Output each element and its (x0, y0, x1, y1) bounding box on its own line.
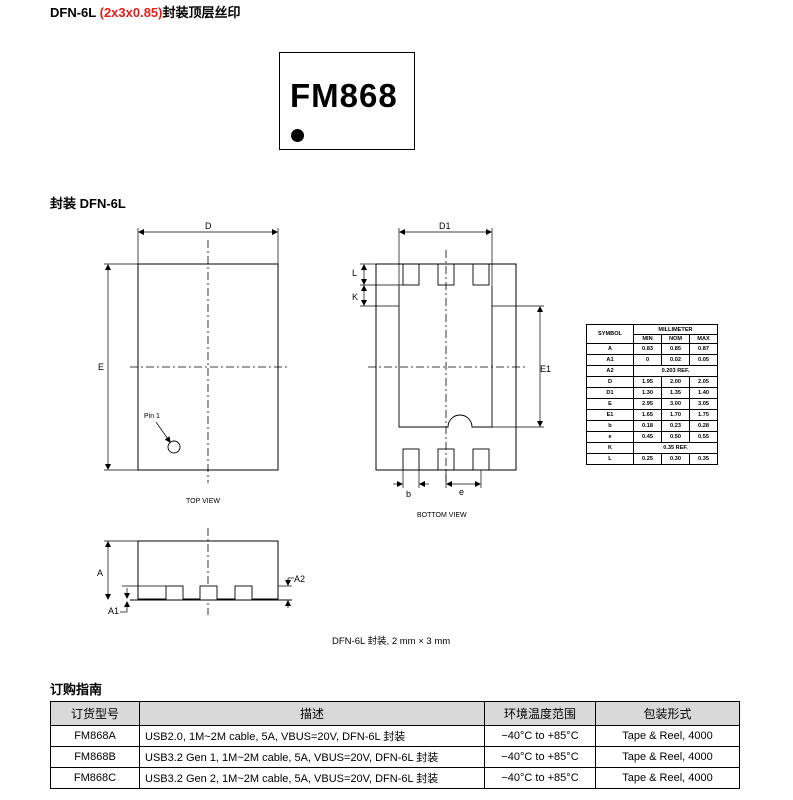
dim-a2-label: A2 (294, 574, 305, 584)
col-header-desc: 描述 (139, 701, 485, 726)
pad-bottom-1 (402, 448, 420, 471)
top-view: D E Pin 1 TOP VIEW (98, 221, 290, 505)
package-caption: DFN-6L 封装, 2 mm × 3 mm (332, 636, 451, 647)
ordering-header-row: 订货型号 描述 环境温度范围 包装形式 (50, 701, 740, 726)
lead-2 (199, 585, 218, 601)
dim-e-label: E (98, 362, 104, 372)
marking-text: FM868 (290, 77, 398, 114)
ordering-section-title: 订购指南 (50, 682, 103, 697)
col-header-part: 订货型号 (50, 701, 140, 726)
ordering-table: 订货型号 描述 环境温度范围 包装形式 FM868A USB2.0, 1M~2M… (50, 701, 740, 789)
table-row: FM868B USB3.2 Gen 1, 1M~2M cable, 5A, VB… (50, 746, 740, 768)
dim-l-label: L (352, 268, 357, 278)
bottom-view-label: BOTTOM VIEW (417, 512, 467, 519)
table-row: FM868A USB2.0, 1M~2M cable, 5A, VBUS=20V… (50, 725, 740, 747)
side-view: A A1 A2 (97, 528, 305, 616)
dim-d-label: D (205, 221, 212, 231)
package-drawings: D E Pin 1 TOP VIEW D1 (97, 221, 551, 616)
package-section-title: 封装 DFN-6L (50, 196, 126, 211)
col-header-pack: 包装形式 (595, 701, 740, 726)
dim-k-label: K (352, 292, 358, 302)
pin1-circle-icon (167, 440, 181, 454)
marking-title-size: (2x3x0.85) (99, 5, 163, 20)
table-row: FM868C USB3.2 Gen 2, 1M~2M cable, 5A, VB… (50, 767, 740, 789)
dim-a-label: A (97, 568, 103, 578)
pad-bottom-3 (472, 448, 490, 471)
dim-table-symbol-header: SYMBOL (586, 324, 634, 344)
dim-table-min-header: MIN (633, 334, 662, 344)
top-marking-box: FM868 (279, 52, 415, 150)
lead-3 (234, 585, 253, 601)
exposed-pad (398, 286, 493, 428)
dim-d1-label: D1 (439, 221, 451, 231)
pin1-dot-icon (291, 129, 304, 142)
marking-section-title: DFN-6L (2x3x0.85)封装顶层丝印 (50, 2, 241, 21)
top-view-label: TOP VIEW (186, 498, 220, 505)
pad-top-1 (402, 263, 420, 286)
pad-top-3 (472, 263, 490, 286)
pin1-leader (155, 421, 171, 443)
dim-e-pitch-label: e (459, 487, 464, 497)
marking-title-prefix: DFN-6L (50, 5, 96, 20)
dim-b-label: b (406, 489, 411, 499)
bottom-view: D1 L K E1 b e BOTTOM VIEW (352, 221, 551, 519)
dim-table-max-header: MAX (689, 334, 718, 344)
dim-a1-label: A1 (108, 606, 119, 616)
dim-table-unit-header: MILLIMETER (633, 324, 718, 335)
dim-e1-label: E1 (540, 364, 551, 374)
col-header-temp: 环境温度范围 (484, 701, 596, 726)
dim-table-nom-header: NOM (661, 334, 690, 344)
lead-1 (165, 585, 184, 601)
pin1-label: Pin 1 (144, 413, 160, 420)
marking-title-suffix: 封装顶层丝印 (162, 5, 241, 20)
